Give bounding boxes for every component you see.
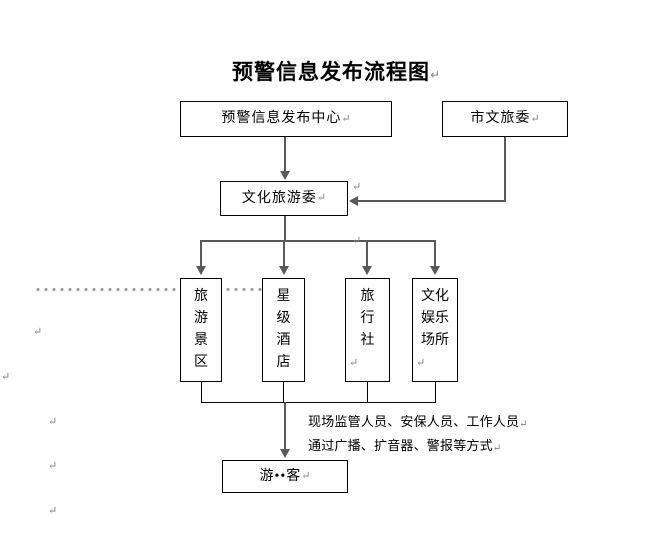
page-title: 预警信息发布流程图↵ bbox=[0, 56, 672, 86]
node-culture-tourism-commission[interactable]: 文化旅游委↵ bbox=[220, 181, 348, 216]
arrow-down-icon bbox=[279, 266, 289, 275]
pilcrow-icon: ↵ bbox=[352, 181, 362, 193]
node-star-rated-hotel[interactable]: 星 级 酒 店 bbox=[262, 278, 305, 382]
arrow-left-icon bbox=[349, 196, 358, 206]
arrow-down-icon bbox=[196, 266, 206, 275]
pilcrow-icon: ↵ bbox=[349, 357, 359, 369]
pilcrow-icon: ↵ bbox=[33, 326, 43, 338]
node-tourist[interactable]: 游••客↵ bbox=[222, 460, 348, 493]
venue-char: 星 bbox=[276, 289, 291, 304]
venue-char: 旅 bbox=[194, 289, 208, 304]
pilcrow-icon: ↵ bbox=[48, 460, 58, 472]
connector-venue-riser-3 bbox=[367, 382, 369, 403]
page-title-text: 预警信息发布流程图 bbox=[231, 61, 430, 84]
connector-alertcenter-to-ctc bbox=[284, 137, 286, 172]
node-city-culture-tourism-commission-label: 市文旅委 bbox=[470, 111, 531, 126]
venue-char: 级 bbox=[276, 311, 291, 327]
connector-bus-drop-4 bbox=[434, 240, 436, 267]
arrow-down-icon bbox=[280, 171, 290, 180]
connector-ctc-to-bus bbox=[284, 216, 286, 242]
pilcrow-icon: ↵ bbox=[48, 505, 58, 517]
venue-char: 文化 bbox=[421, 289, 449, 304]
connector-venue-riser-4 bbox=[435, 382, 437, 403]
connector-citycommission-vertical bbox=[504, 137, 506, 202]
connector-bus-drop-3 bbox=[366, 240, 368, 267]
node-culture-tourism-commission-label: 文化旅游委 bbox=[241, 190, 317, 206]
connector-distribution-bus bbox=[200, 240, 436, 242]
arrow-down-icon bbox=[362, 266, 372, 275]
venue-char: 旅 bbox=[360, 289, 375, 304]
node-alert-center[interactable]: 预警信息发布中心↵ bbox=[180, 101, 392, 137]
node-travel-agency[interactable]: 旅 行 社 bbox=[345, 278, 390, 382]
connector-bus-drop-2 bbox=[283, 240, 285, 267]
pilcrow-icon: ↵ bbox=[416, 357, 426, 369]
pilcrow-icon: ↵ bbox=[352, 235, 362, 247]
pilcrow-icon: ↵ bbox=[530, 112, 540, 125]
node-city-culture-tourism-commission[interactable]: 市文旅委↵ bbox=[442, 101, 568, 137]
pilcrow-icon: ↵ bbox=[48, 416, 58, 428]
pilcrow-icon: ↵ bbox=[429, 68, 441, 82]
arrow-down-icon bbox=[280, 449, 290, 458]
connector-bus-drop-1 bbox=[200, 240, 202, 267]
connector-merge-to-tourist bbox=[284, 402, 286, 450]
dotted-separator-middle bbox=[224, 288, 262, 291]
pilcrow-icon: ↵ bbox=[301, 470, 311, 482]
venue-char: 娱乐 bbox=[421, 311, 449, 327]
arrow-down-icon bbox=[430, 266, 440, 275]
venue-char: 区 bbox=[194, 355, 208, 371]
pilcrow-icon: ↵ bbox=[316, 192, 327, 204]
connector-venue-riser-1 bbox=[201, 382, 203, 403]
connector-merge-bus bbox=[201, 402, 436, 404]
venue-char: 景 bbox=[194, 333, 208, 349]
node-culture-entertainment-venue[interactable]: 文化 娱乐 场所 bbox=[412, 278, 458, 382]
pilcrow-icon: ↵ bbox=[341, 112, 351, 125]
venue-char: 酒 bbox=[276, 333, 291, 349]
annotation-line-1: 现场监管人员、安保人员、工作人员↵ bbox=[308, 411, 528, 430]
node-alert-center-label: 预警信息发布中心 bbox=[221, 111, 342, 126]
pilcrow-icon: ↵ bbox=[519, 419, 528, 430]
annotation-line-1-text: 现场监管人员、安保人员、工作人员 bbox=[308, 414, 520, 429]
connector-citycommission-horizontal bbox=[358, 200, 506, 202]
annotation-line-2: 通过广播、扩音器、警报等方式↵ bbox=[308, 435, 501, 454]
venue-char: 行 bbox=[360, 311, 375, 327]
node-tourist-label: 游••客 bbox=[259, 468, 302, 484]
venue-char: 店 bbox=[276, 355, 291, 371]
dotted-separator-left bbox=[34, 288, 180, 291]
annotation-line-2-text: 通过广播、扩音器、警报等方式 bbox=[308, 438, 493, 453]
pilcrow-icon: ↵ bbox=[1, 371, 11, 383]
venue-char: 社 bbox=[360, 333, 375, 349]
venue-char: 场所 bbox=[421, 333, 449, 349]
connector-venue-riser-2 bbox=[283, 382, 285, 403]
venue-char: 游 bbox=[194, 311, 208, 327]
pilcrow-icon: ↵ bbox=[492, 443, 502, 454]
node-tourist-scenic-area[interactable]: 旅 游 景 区 bbox=[180, 278, 222, 382]
